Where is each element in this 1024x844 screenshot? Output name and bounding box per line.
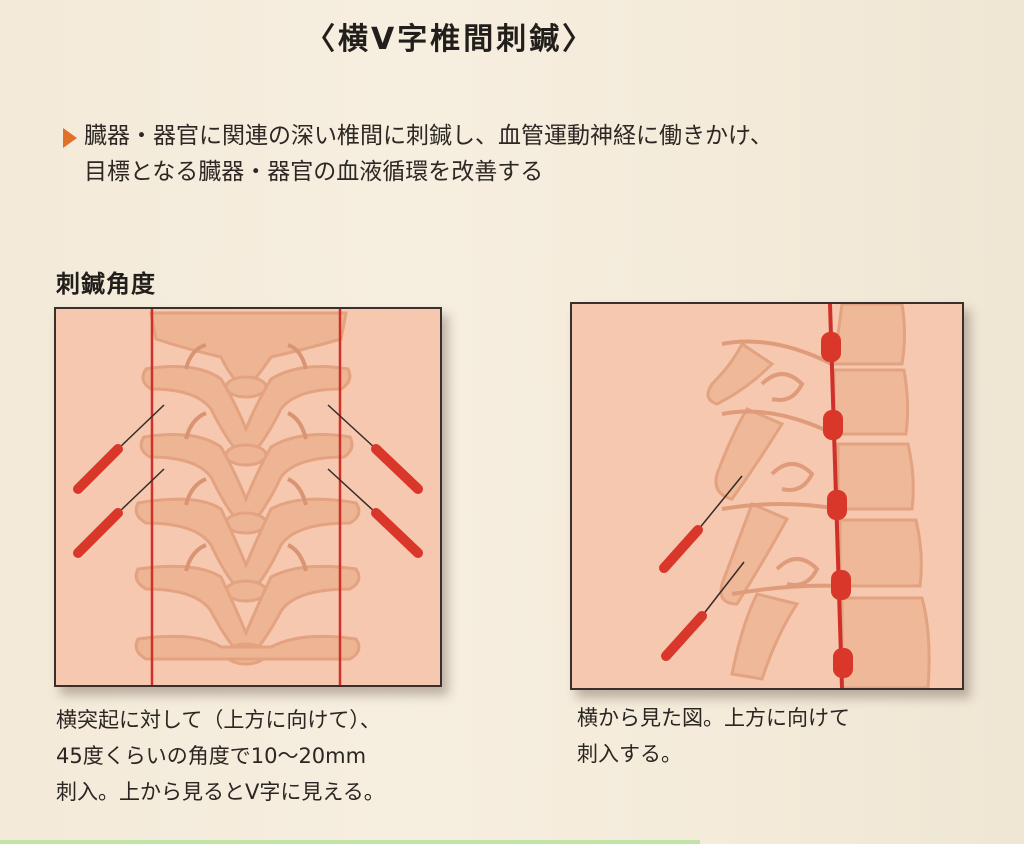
lead-text: 臓器・器官に関連の深い椎間に刺鍼し、血管運動神経に働きかけ、 目標となる臓器・器… [58,118,773,190]
lead-line-1: 臓器・器官に関連の深い椎間に刺鍼し、血管運動神経に働きかけ、 [84,123,773,149]
caption-line: 横突起に対して（上方に向けて）、 [56,708,381,732]
caption-line: 横から見た図。上方に向けて [577,706,850,730]
caption-line: 45度くらいの角度で10〜20mm [56,744,367,768]
figure-top-view [54,307,442,687]
page-edge-strip [0,840,700,844]
lead-line-2: 目標となる臓器・器官の血液循環を改善する [84,159,544,185]
needle-left-upper [73,404,165,494]
caption-top-view: 横突起に対して（上方に向けて）、 45度くらいの角度で10〜20mm 刺入。上か… [56,702,385,810]
spine-lateral-illustration [659,304,931,688]
spinal-nodes [821,332,853,678]
needle-right-lower [327,468,423,558]
caption-line: 刺入する。 [577,742,682,766]
needle-side-upper [659,475,743,573]
figure-side-view [570,302,964,690]
caption-side-view: 横から見た図。上方に向けて 刺入する。 [577,700,850,772]
triangle-bullet-icon [63,128,77,148]
needle-side-lower [661,561,745,661]
spine-posterior-illustration [73,309,423,685]
needle-right-upper [327,404,423,494]
caption-line: 刺入。上から見るとV字に見える。 [56,780,385,804]
needle-left-lower [73,468,165,558]
page-title: 〈横V字椎間刺鍼〉 [305,22,596,57]
section-heading: 刺鍼角度 [56,270,156,298]
